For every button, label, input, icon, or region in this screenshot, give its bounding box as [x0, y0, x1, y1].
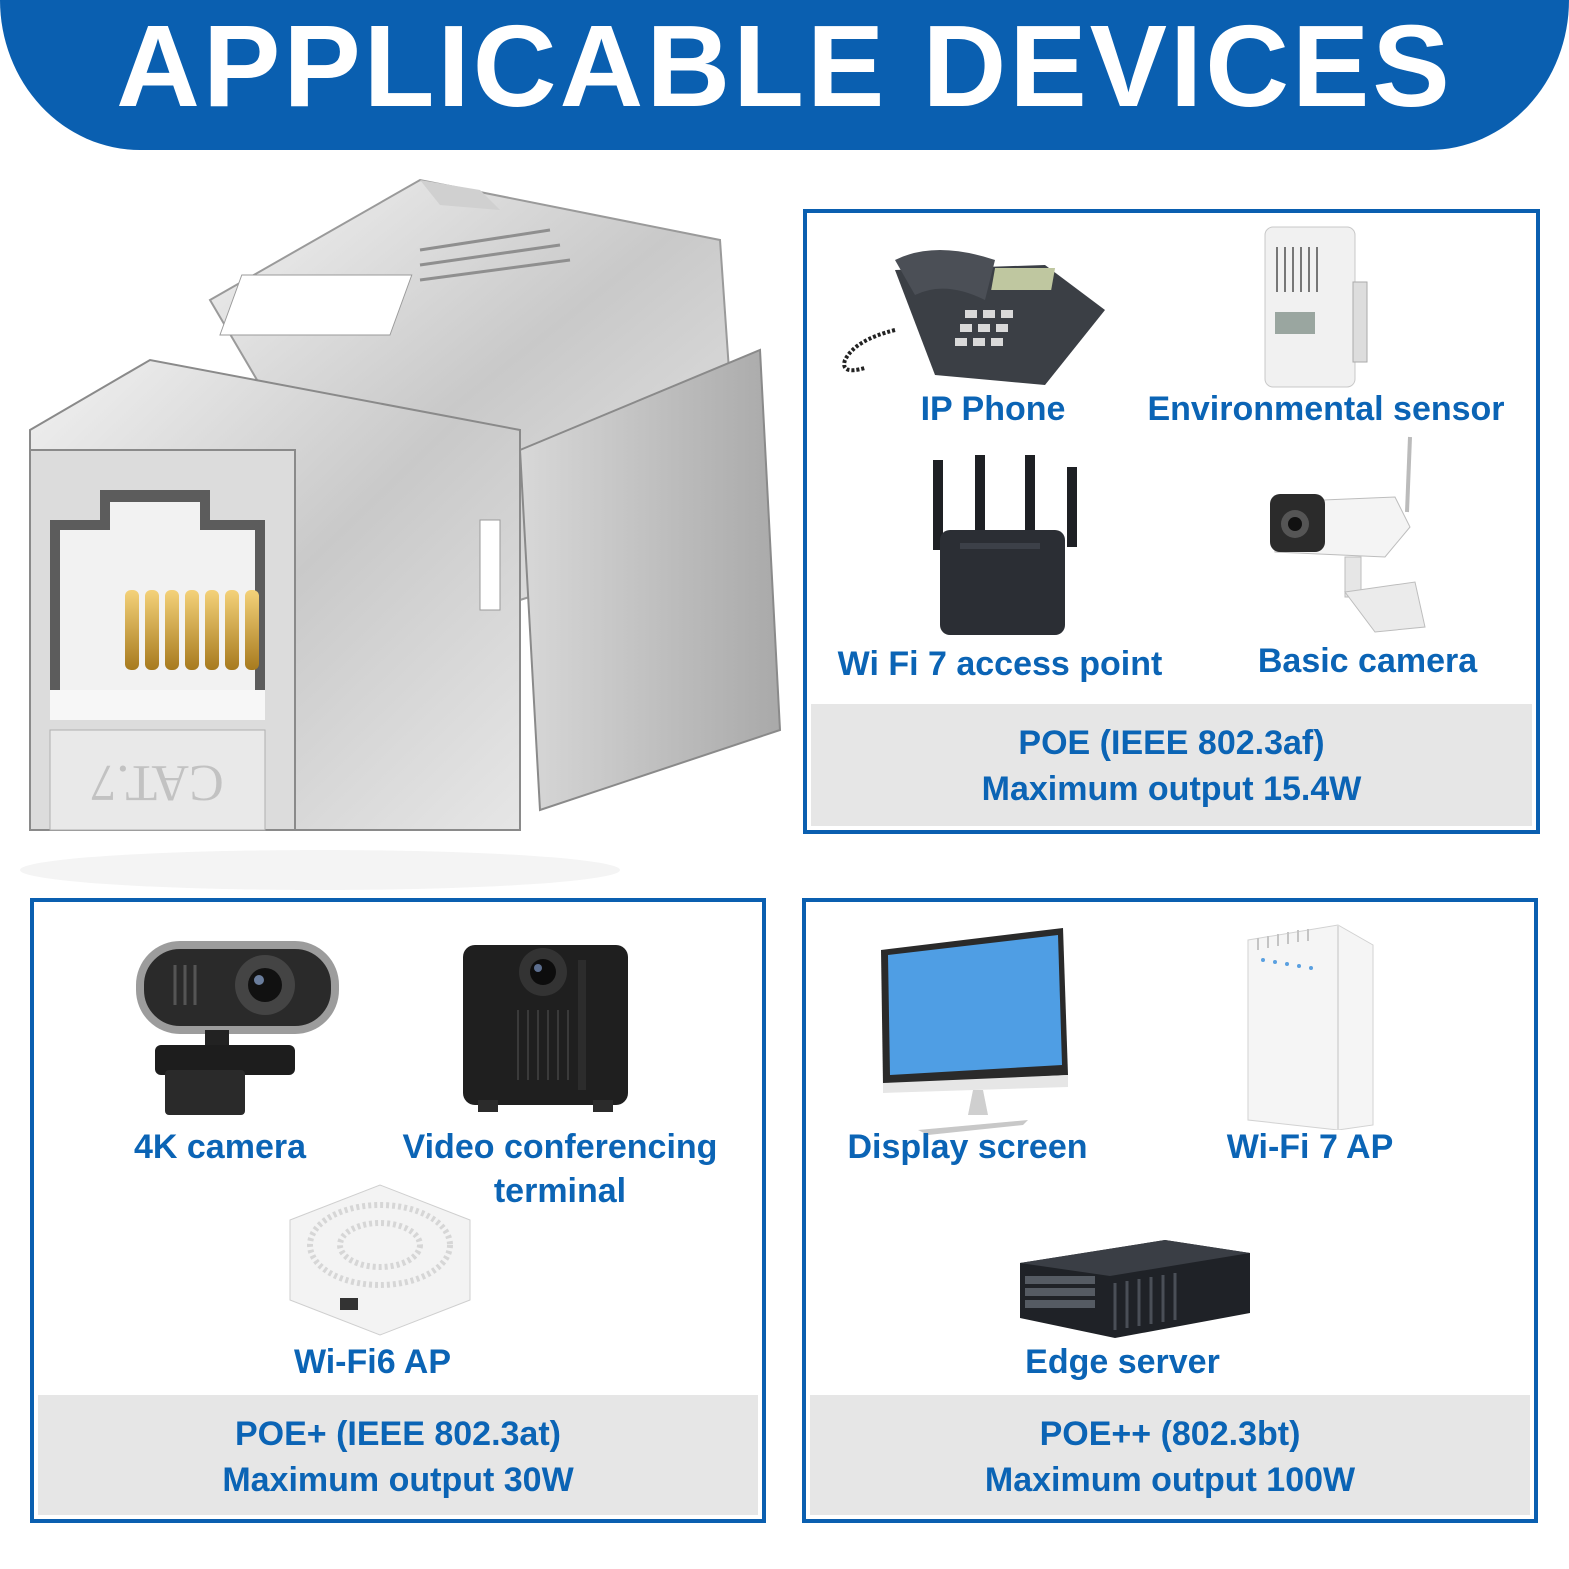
- label-wifi6-ap: Wi-Fi6 AP: [293, 1343, 452, 1381]
- label-video-conferencing-line1: Video conferencing: [402, 1128, 718, 1166]
- label-wifi7-access-point: Wi Fi 7 access point: [837, 645, 1163, 683]
- keystone-jack-image: CAT.7: [20, 178, 782, 890]
- wifi6-ap-image: [289, 1184, 471, 1336]
- environmental-sensor-image: [1264, 226, 1368, 388]
- poe-plus-standard-text: POE+ (IEEE 802.3at): [235, 1415, 561, 1453]
- jack-marking: CAT.7: [90, 754, 223, 811]
- wifi7-router-image: [933, 455, 1077, 635]
- ip-phone-image: [842, 250, 1105, 385]
- poe-plus-plus-max-output-text: Maximum output 100W: [984, 1461, 1356, 1499]
- label-basic-camera: Basic camera: [1257, 642, 1478, 680]
- label-display-screen: Display screen: [847, 1128, 1088, 1166]
- display-screen-image: [881, 928, 1068, 1135]
- label-wifi7-ap: Wi-Fi 7 AP: [1226, 1128, 1394, 1166]
- wifi7-ap-tower-image: [1247, 924, 1374, 1130]
- label-edge-server: Edge server: [1025, 1343, 1220, 1381]
- poe-plus-footer: POE+ (IEEE 802.3at) Maximum output 30W: [38, 1395, 758, 1515]
- label-environmental-sensor: Environmental sensor: [1147, 390, 1505, 428]
- edge-server-image: [1020, 1240, 1250, 1338]
- header-banner: APPLICABLE DEVICES: [0, 0, 1569, 150]
- label-video-conferencing-line2: terminal: [493, 1172, 627, 1210]
- poe-footer: POE (IEEE 802.3af) Maximum output 15.4W: [811, 704, 1532, 826]
- 4k-webcam-image: [136, 941, 339, 1115]
- video-conferencing-terminal-image: [463, 945, 628, 1112]
- label-ip-phone: IP Phone: [920, 390, 1066, 428]
- page-title: APPLICABLE DEVICES: [116, 1, 1453, 131]
- poe-max-output-text: Maximum output 15.4W: [981, 770, 1362, 808]
- label-4k-camera: 4K camera: [133, 1128, 306, 1166]
- poe-plus-max-output-text: Maximum output 30W: [222, 1461, 574, 1499]
- poe-plus-plus-footer: POE++ (802.3bt) Maximum output 100W: [810, 1395, 1530, 1515]
- poe-standard-text: POE (IEEE 802.3af): [1018, 724, 1325, 762]
- basic-camera-image: [1270, 436, 1426, 633]
- poe-plus-plus-standard-text: POE++ (802.3bt): [1039, 1415, 1301, 1453]
